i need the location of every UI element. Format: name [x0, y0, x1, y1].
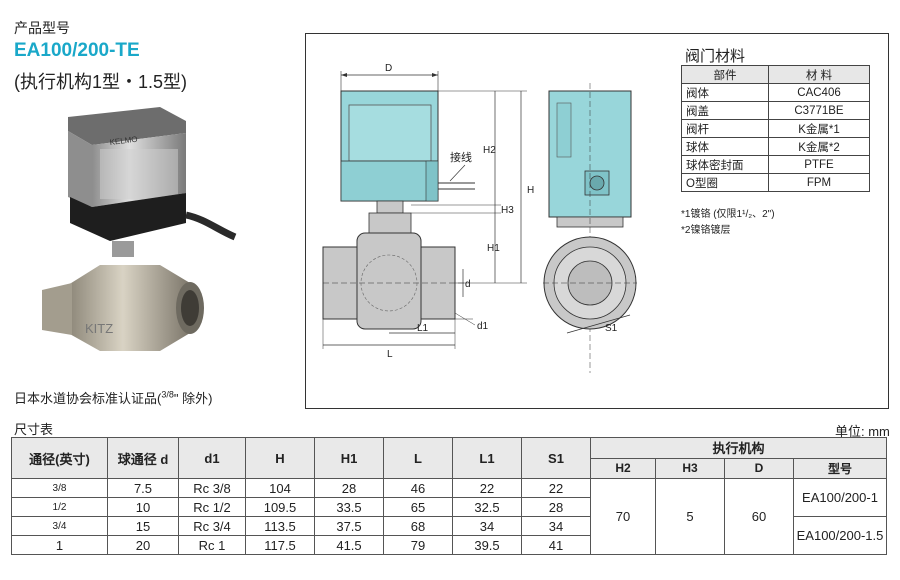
- materials-note-2: *2镍铬镀层: [681, 225, 731, 236]
- header-actuator: 执行机构: [590, 437, 887, 459]
- drawing-frame: [305, 33, 889, 409]
- label-d1: d1: [477, 321, 489, 332]
- label-H1: H1: [487, 243, 500, 254]
- header-S1: S1: [521, 437, 591, 479]
- label-L: L: [387, 349, 393, 360]
- header-H: H: [245, 437, 315, 479]
- photo-logo: KELMO: [109, 135, 138, 147]
- photo-body-mark: KITZ: [85, 321, 113, 336]
- table-row: 1 20 Rc 1 117.5 41.5 79 39.5 41: [11, 535, 887, 555]
- header-D: D: [724, 457, 794, 479]
- table-row: 3/4 15 Rc 3/4 113.5 37.5 68 34 34 EA100/…: [11, 516, 887, 555]
- size-table-title: 尺寸表: [14, 422, 54, 437]
- table-row: 3/8 7.5 Rc 3/8 104 28 46 22 22 70 5 60 E…: [11, 478, 887, 555]
- certification-note: 日本水道协会标准认证品(3/8" 除外): [14, 389, 213, 406]
- materials-title: 阀门材料: [685, 48, 746, 65]
- label-H3: H3: [501, 205, 514, 216]
- header-H3: H3: [655, 457, 725, 479]
- label-D: D: [385, 63, 392, 74]
- materials-note-1: *1镀铬 (仅限1¹/₂、2"): [681, 209, 775, 220]
- actuator-D-value: 60: [724, 478, 794, 555]
- header-d1: d1: [178, 437, 246, 479]
- label-L1: L1: [417, 323, 429, 334]
- header-L: L: [383, 437, 453, 479]
- dimension-drawing: D 接线 H2 H H3 H1 d d1: [322, 63, 637, 373]
- materials-header-material: 材 料: [768, 65, 870, 84]
- label-H2: H2: [483, 145, 496, 156]
- model-value-2: EA100/200-1.5: [793, 516, 887, 555]
- label-wiring: 接线: [450, 150, 472, 164]
- header-model: 型号: [793, 457, 887, 479]
- actuator-H3-value: 5: [655, 478, 725, 555]
- header-nominal-size: 通径(英寸): [11, 437, 108, 479]
- product-subtitle: (执行机构1型・1.5型): [14, 72, 188, 92]
- product-model: EA100/200-TE: [14, 40, 140, 61]
- size-table: 通径(英寸) 球通径 d d1 H H1 L L1 S1 执行机构 H2 H3 …: [11, 437, 887, 555]
- actuator-H2-value: 70: [590, 478, 656, 555]
- header-L1: L1: [452, 437, 522, 479]
- model-value-1: EA100/200-1: [793, 478, 887, 517]
- label-S1: S1: [605, 323, 618, 334]
- label-H: H: [527, 185, 534, 196]
- header-ball-bore: 球通径 d: [107, 437, 179, 479]
- header-H1: H1: [314, 437, 384, 479]
- product-label: 产品型号: [14, 20, 70, 36]
- materials-header-part: 部件: [681, 65, 769, 84]
- product-photo: KELMO KITZ: [42, 107, 237, 351]
- unit-label: 单位: mm: [835, 424, 890, 439]
- header-H2: H2: [590, 457, 656, 479]
- label-d: d: [465, 279, 471, 290]
